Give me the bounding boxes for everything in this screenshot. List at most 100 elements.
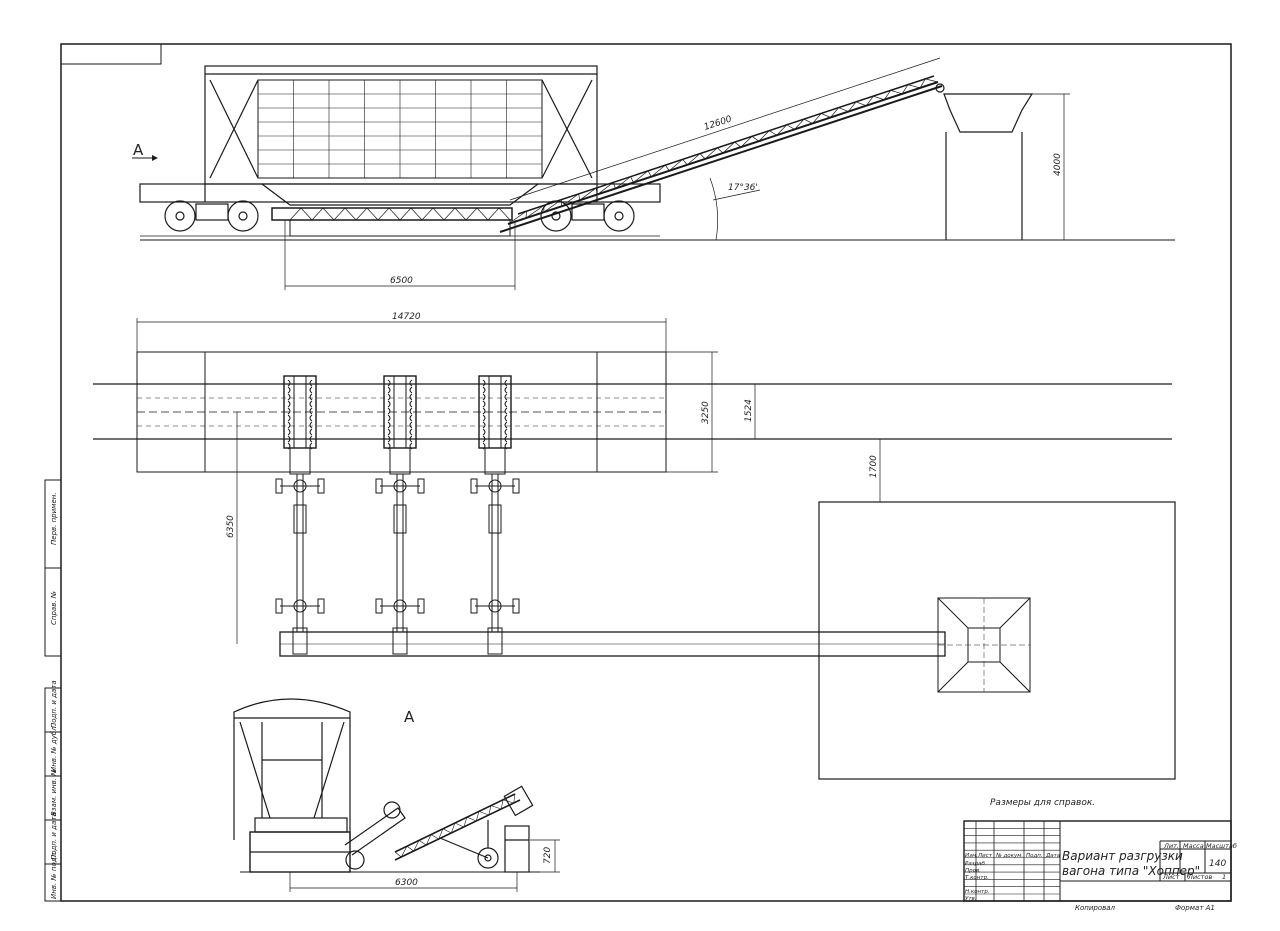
side-truss-member [418, 834, 432, 846]
auger-flight [504, 435, 508, 443]
auger-flight [309, 379, 313, 387]
hub [393, 479, 407, 493]
auger-flight [504, 414, 508, 422]
stamp-podp-data-2: Подп. и дата [50, 812, 58, 860]
auger-flight [387, 435, 391, 443]
dim-car-width: 3250 [701, 401, 711, 424]
hub [488, 599, 502, 613]
hub [293, 479, 307, 493]
wheel [275, 598, 283, 614]
dim-lines-side [289, 839, 560, 892]
drawing-frame [60, 43, 1232, 902]
auger-flight [287, 414, 291, 422]
auger-flight [504, 421, 508, 429]
truss-member [901, 84, 921, 95]
truss-member [722, 141, 742, 154]
tb-col-scale: Масштаб [1206, 842, 1237, 850]
dim-auger-length: 6350 [226, 515, 236, 538]
auger-flight [387, 442, 391, 450]
truss-member [487, 207, 511, 221]
tb-utv: Утв. [965, 896, 977, 902]
truss-member [919, 78, 939, 89]
auger-flight [309, 393, 313, 401]
side-stamps [44, 479, 62, 902]
wheel [375, 478, 383, 494]
auger-flight [504, 428, 508, 436]
dim-lines-top [284, 57, 1070, 290]
truss-member [597, 181, 616, 195]
truss-member [740, 135, 760, 148]
stamp-sprav: Справ. № [50, 591, 58, 625]
side-truss-member [454, 817, 468, 828]
wheel [317, 598, 325, 614]
hub [393, 599, 407, 613]
truss-member [289, 207, 313, 221]
truss-member [686, 153, 706, 166]
auger-flight [504, 386, 508, 394]
tb-mass-value: 140 [1209, 859, 1226, 869]
plan-view [93, 351, 1176, 780]
auger-flight [387, 421, 391, 429]
truss-member [377, 207, 401, 221]
wheel [417, 598, 425, 614]
truss-member [866, 95, 885, 106]
auger-drive [484, 447, 506, 475]
auger-flight [409, 407, 413, 415]
auger-flight [287, 435, 291, 443]
auger-flight [287, 379, 291, 387]
side-view-a [233, 698, 540, 873]
truss-member [669, 158, 688, 172]
side-truss-member [442, 822, 456, 834]
truss-member [525, 204, 545, 219]
conveyor-truss [289, 78, 939, 225]
auger-flight [409, 414, 413, 422]
auger-flight [409, 386, 413, 394]
tb-col-mass: Масса [1183, 842, 1204, 850]
truss-member [651, 164, 670, 177]
tb-data: Дата [1045, 853, 1061, 859]
wheel [317, 478, 325, 494]
truss-member [776, 124, 795, 136]
auger-drive [389, 447, 411, 475]
wheel [470, 478, 478, 494]
dim-hopper-height: 4000 [1053, 153, 1063, 176]
auger-flight [504, 407, 508, 415]
truss-member [830, 107, 849, 118]
side-truss-member [502, 793, 516, 804]
tb-prov: Пров. [965, 868, 981, 874]
auger-flight [482, 393, 486, 401]
auger-flight [504, 393, 508, 401]
side-truss-member [466, 811, 480, 822]
auger-flight [309, 407, 313, 415]
auger-flight [482, 400, 486, 408]
auger-flight [309, 428, 313, 436]
motor [293, 504, 307, 534]
auger-flight [409, 428, 413, 436]
tb-sheet: Лист [1162, 873, 1180, 881]
tb-title-line2: вагона типа "Хоппер" [1062, 864, 1200, 878]
auger-flight [287, 442, 291, 450]
tb-podp: Подп. [1026, 853, 1043, 859]
dim-side-height: 720 [543, 847, 553, 864]
auger-flight [287, 428, 291, 436]
dim-side-length: 6300 [395, 878, 418, 888]
outlet [487, 627, 503, 655]
view-arrow-head [152, 155, 158, 161]
dim-track-offset: 6500 [390, 276, 413, 286]
auger-flight [287, 393, 291, 401]
auger-flight [409, 421, 413, 429]
auger-flight [482, 379, 486, 387]
auger-flight [504, 400, 508, 408]
auger-flight [309, 435, 313, 443]
tb-razrab: Разраб. [965, 861, 987, 867]
auger-flight [309, 386, 313, 394]
wheel [275, 478, 283, 494]
corner-stamp [60, 43, 162, 65]
tb-list: Лист [977, 853, 993, 859]
tb-sheets-num: 1 [1222, 873, 1226, 881]
wheel [470, 598, 478, 614]
truss-member [579, 187, 598, 201]
reference-note: Размеры для справок. [990, 798, 1095, 808]
side-truss-member [430, 828, 444, 840]
